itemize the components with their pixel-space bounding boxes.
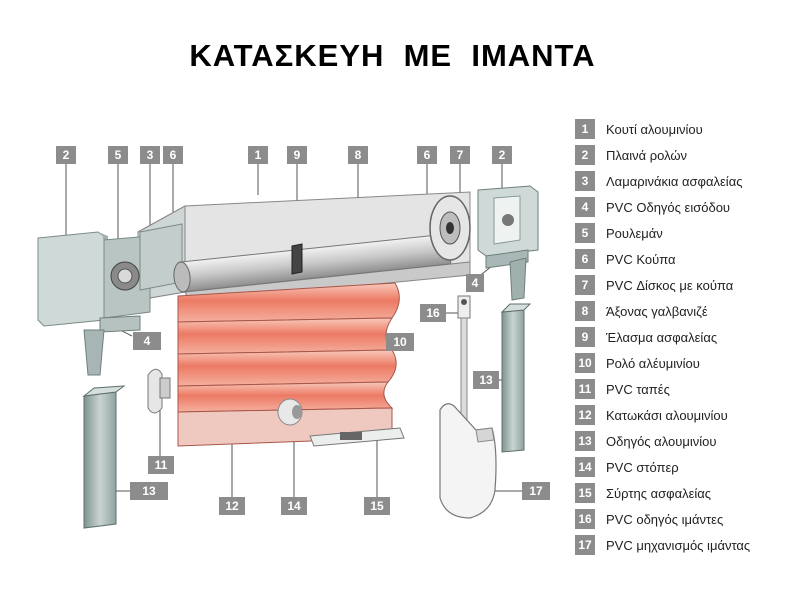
legend-item: 14 PVC στόπερ: [575, 457, 679, 477]
legend-item: 16 PVC οδηγός ιμάντες: [575, 509, 723, 529]
callout-tag-end-cap: 11: [148, 456, 174, 474]
callout-tag-side-plate-right: 2: [492, 146, 512, 164]
legend-label: Κατωκάσι αλουμινίου: [606, 407, 728, 423]
aluminium-guide-rail-left: [82, 385, 126, 529]
legend-number: 3: [575, 171, 595, 191]
legend-item: 15 Σύρτης ασφαλείας: [575, 483, 711, 503]
callout-tag-roller-curtain: 10: [386, 333, 414, 351]
legend-item: 4 PVC Οδηγός εισόδου: [575, 197, 730, 217]
legend-number: 12: [575, 405, 595, 425]
callout-tag-bottom-bar: 12: [219, 497, 245, 515]
legend-label: Ρουλεμάν: [606, 225, 663, 241]
left-bearing-assembly: [83, 235, 151, 376]
legend-label: Ρολό αλέυμινίου: [606, 355, 700, 371]
legend-label: Πλαινά ρολών: [606, 147, 688, 163]
legend-item: 10 Ρολό αλέυμινίου: [575, 353, 700, 373]
callout-tag-box: 1: [248, 146, 268, 164]
legend-label: PVC Οδηγός εισόδου: [606, 199, 731, 215]
callout-tag-entry-guide-right: 4: [466, 274, 484, 292]
callout-tag-guide-rail-left: 13: [130, 482, 168, 500]
legend-number: 17: [575, 535, 595, 555]
legend-number: 15: [575, 483, 595, 503]
legend-item: 7 PVC Δίσκος με κούπα: [575, 275, 733, 295]
callout-tag-cup-right: 6: [417, 146, 437, 164]
pvc-strap-guide: [457, 295, 471, 429]
callout-tag-disk-with-cup: 7: [450, 146, 470, 164]
legend-label: PVC ταπές: [606, 381, 670, 397]
legend-item: 3 Λαμαρινάκια ασφαλείας: [575, 171, 742, 191]
legend-label: PVC Κούπα: [606, 251, 676, 267]
aluminium-guide-rail-right: [500, 303, 532, 453]
legend-number: 7: [575, 275, 595, 295]
page-title: ΚΑΤΑΣΚΕΥΗ ΜΕ ΙΜΑΝΤΑ: [189, 38, 596, 73]
legend-number: 6: [575, 249, 595, 269]
pvc-disk-with-cup: [429, 195, 471, 261]
safety-strap: [291, 243, 303, 275]
legend-label: PVC Δίσκος με κούπα: [606, 277, 734, 293]
legend-label: PVC στόπερ: [606, 459, 679, 475]
legend-number: 14: [575, 457, 595, 477]
legend-item: 6 PVC Κούπα: [575, 249, 676, 269]
aluminium-roller-curtain: [177, 282, 400, 413]
callout-tag-axle: 8: [348, 146, 368, 164]
legend-label: Άξονας γαλβανιζέ: [606, 303, 708, 319]
callout-tag-safety-strap: 9: [287, 146, 307, 164]
callout-tag-bearing: 5: [108, 146, 128, 164]
pvc-strap-mechanism: [439, 403, 497, 519]
callout-tag-guide-rail-right: 13: [473, 371, 499, 389]
legend-label: Οδηγός αλουμινίου: [606, 433, 717, 449]
callout-tag-safety-slider: 15: [364, 497, 390, 515]
legend-label: Λαμαρινάκια ασφαλείας: [606, 173, 743, 189]
legend-number: 5: [575, 223, 595, 243]
legend-number: 4: [575, 197, 595, 217]
legend-item: 9 Έλασμα ασφαλείας: [575, 327, 717, 347]
callout-tag-strap-mechanism: 17: [522, 482, 550, 500]
legend-number: 8: [575, 301, 595, 321]
legend-number: 1: [575, 119, 595, 139]
legend-label: PVC μηχανισμός ιμάντας: [606, 537, 751, 553]
callout-tag-entry-guide-left: 4: [133, 332, 161, 350]
legend-label: PVC οδηγός ιμάντες: [606, 511, 724, 527]
legend-item: 8 Άξονας γαλβανιζέ: [575, 301, 708, 321]
legend-label: Κουτί αλουμινίου: [606, 121, 703, 137]
callout-tag-strap-guide: 16: [420, 304, 446, 322]
legend-number: 13: [575, 431, 595, 451]
callout-tag-security-plate: 3: [140, 146, 160, 164]
legend-number: 11: [575, 379, 595, 399]
legend-label: Έλασμα ασφαλείας: [606, 329, 718, 345]
legend-item: 17 PVC μηχανισμός ιμάντας: [575, 535, 750, 555]
callout-tag-cup-left: 6: [163, 146, 183, 164]
legend-item: 12 Κατωκάσι αλουμινίου: [575, 405, 728, 425]
legend-item: 11 PVC ταπές: [575, 379, 670, 399]
legend-number: 16: [575, 509, 595, 529]
pvc-end-cap: [147, 368, 171, 414]
legend-label: Σύρτης ασφαλείας: [606, 485, 712, 501]
legend-number: 10: [575, 353, 595, 373]
callout-tag-side-plate-left: 2: [56, 146, 76, 164]
legend-item: 13 Οδηγός αλουμινίου: [575, 431, 716, 451]
callout-tag-stopper: 14: [281, 497, 307, 515]
pvc-stopper: [277, 398, 303, 426]
left-side-plate: [37, 231, 108, 327]
legend-item: 5 Ρουλεμάν: [575, 223, 663, 243]
legend-item: 1 Κουτί αλουμινίου: [575, 119, 703, 139]
legend-item: 2 Πλαινά ρολών: [575, 145, 687, 165]
legend-number: 9: [575, 327, 595, 347]
safety-slider-latch: [340, 432, 362, 440]
legend-number: 2: [575, 145, 595, 165]
right-side-plate: [477, 185, 539, 301]
